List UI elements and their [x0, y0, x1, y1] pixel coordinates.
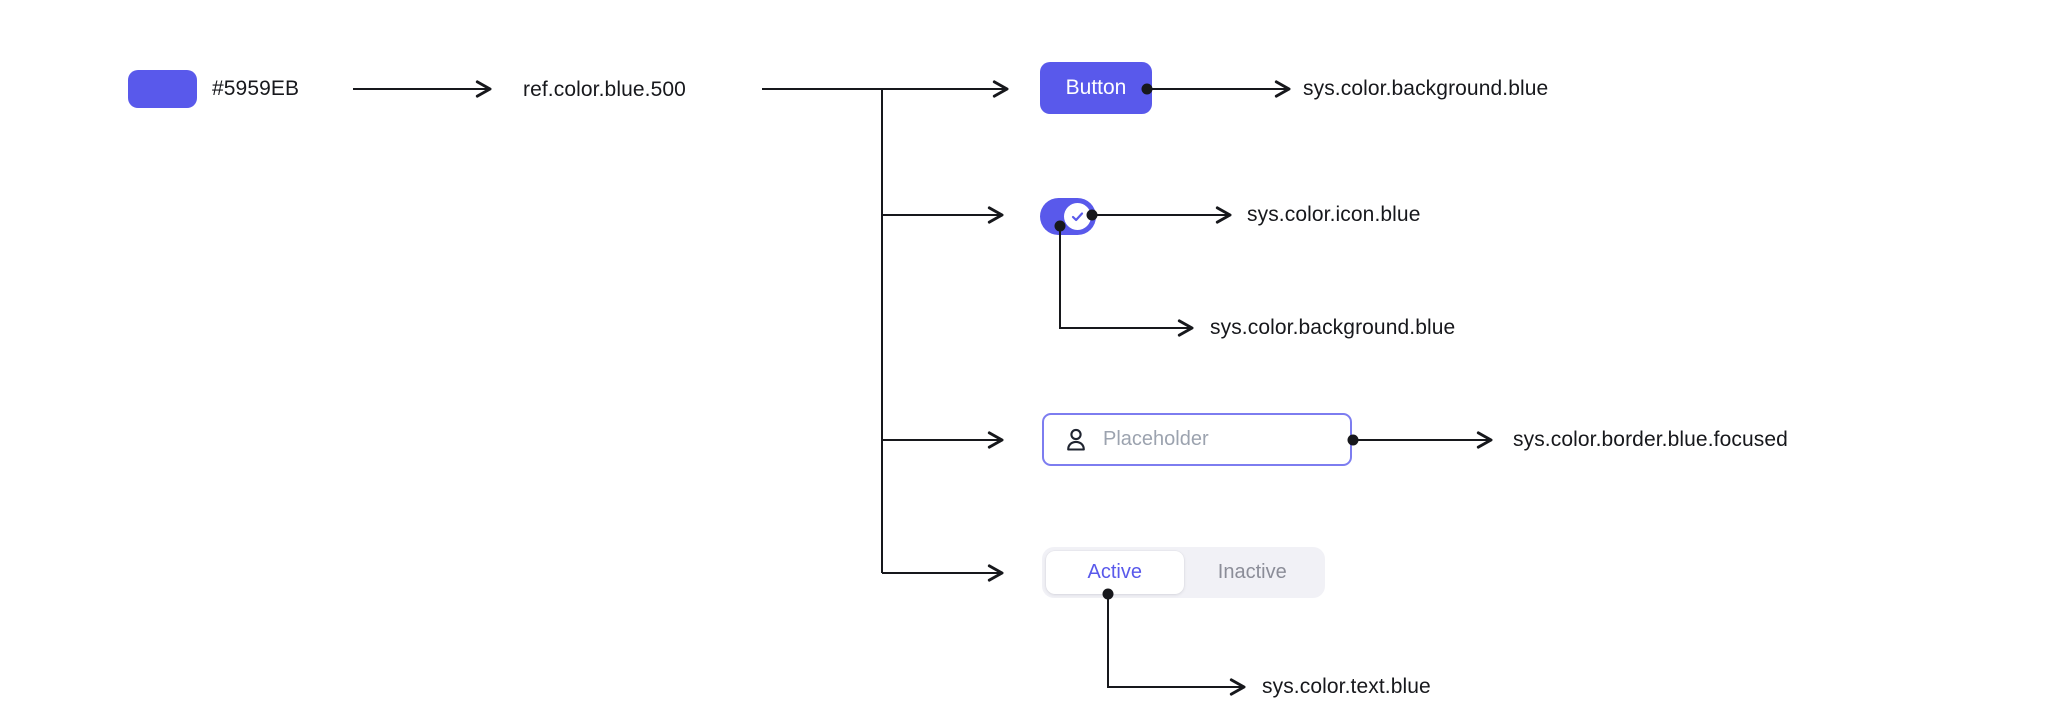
toggle-background-token-label: sys.color.background.blue: [1210, 316, 1456, 339]
toggle-icon-token-label: sys.color.icon.blue: [1247, 203, 1421, 226]
connector-segmented-token: [1107, 594, 1246, 696]
tab-active[interactable]: Active: [1046, 551, 1184, 594]
connector-toggle-bg-token: [1059, 226, 1194, 337]
user-icon: [1067, 428, 1085, 451]
tab-active-label: Active: [1087, 561, 1142, 583]
hex-value-label: #5959EB: [212, 77, 300, 100]
button-component[interactable]: Button: [1040, 62, 1152, 114]
segmented-control: Active Inactive: [1042, 547, 1325, 598]
tab-inactive-label: Inactive: [1217, 561, 1287, 583]
input-component[interactable]: [1042, 413, 1352, 466]
ref-token-label: ref.color.blue.500: [523, 78, 686, 101]
toggle-knob: [1064, 203, 1091, 230]
placeholder-input[interactable]: [1101, 427, 1336, 452]
toggle-component[interactable]: [1040, 198, 1096, 235]
tab-inactive[interactable]: Inactive: [1184, 551, 1322, 594]
check-icon: [1071, 212, 1084, 222]
button-label: Button: [1065, 76, 1127, 99]
button-background-token-label: sys.color.background.blue: [1303, 77, 1549, 100]
input-border-token-label: sys.color.border.blue.focused: [1513, 428, 1788, 451]
segmented-text-token-label: sys.color.text.blue: [1262, 675, 1431, 698]
color-swatch: [128, 70, 197, 108]
